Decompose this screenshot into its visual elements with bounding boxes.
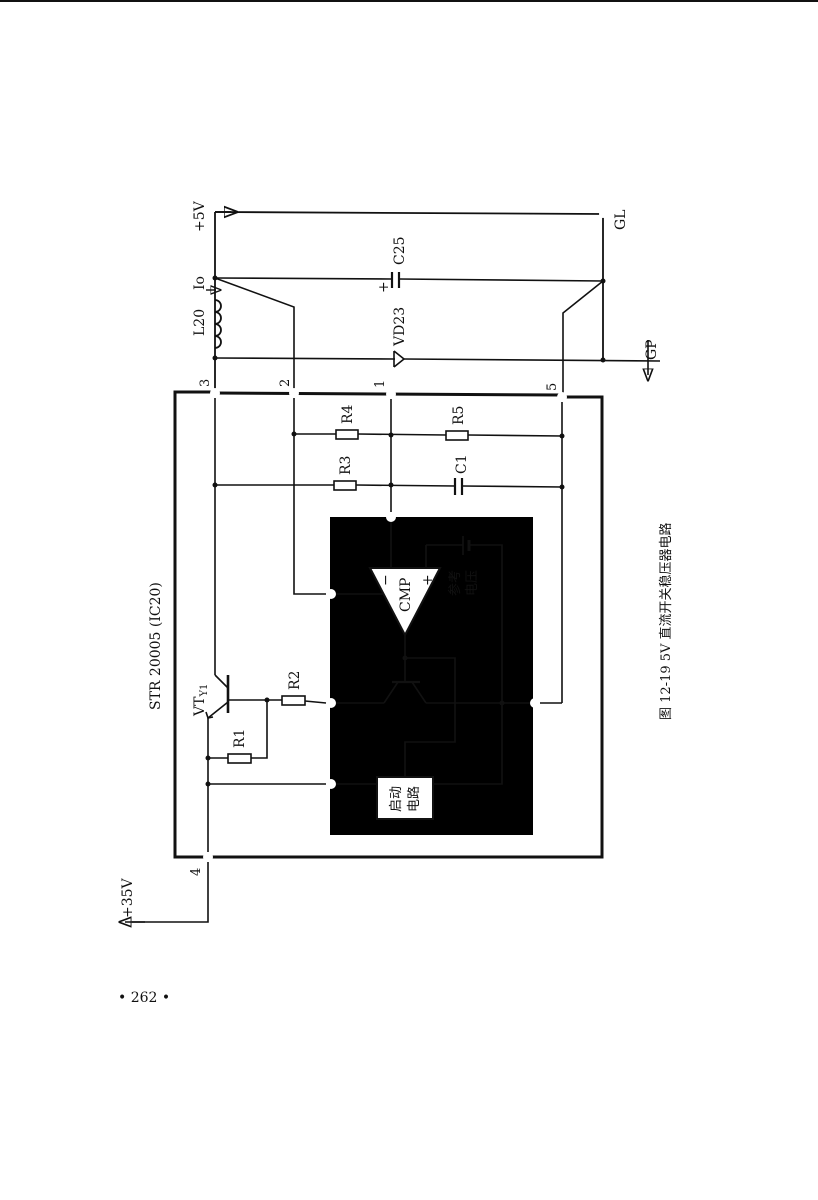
plus5v-label: +5V [192,200,208,232]
cmp-minus-label: − [378,574,394,586]
r5-resistor [445,430,469,441]
start-circuit-label-2: 电路 [406,786,422,812]
r3-resistor [333,480,357,491]
vt-label: VTY1 [192,684,210,717]
pin-5-label: 5 [545,383,560,391]
top-border [0,0,818,2]
pin-3 [210,388,220,398]
pin-1-label: 1 [373,380,388,388]
vd23-label: VD23 [392,307,408,347]
gl-label: GL [613,210,629,230]
start-circuit-label-1: 启动 [389,786,404,812]
pin-2 [289,388,299,398]
c25-plus-label: + [376,281,392,293]
r2-resistor [281,695,306,706]
c25-label: C25 [392,236,408,265]
pin-2-label: 2 [278,379,293,387]
gl-terminal [599,210,607,218]
cmp-comparator [368,567,442,638]
ic-name-label: STR 20005 (IC20) [148,582,164,710]
start-circuit-box [376,776,434,820]
page-number: • 262 • [118,990,171,1006]
r5-label: R5 [451,406,467,425]
c1-label: C1 [454,454,470,474]
pin-4-label: 4 [189,868,204,876]
pin-1 [386,389,396,399]
ic-outline [173,390,215,859]
pin-4 [203,852,213,862]
r2-label: R2 [287,671,303,690]
gp-label: GP [644,339,660,360]
r1-label: R1 [232,729,248,748]
pin-3-label: 3 [198,379,213,387]
cmp-label: CMP [398,578,414,612]
ref-voltage-label-2: 电压 [465,570,480,596]
r4-resistor [335,429,359,440]
ref-voltage-label-1: 参考 [447,570,463,596]
ic-outline-right [208,395,604,859]
plus35v-label: +35V [120,877,136,918]
l20-label: L20 [192,309,208,336]
io-label: Io [192,276,208,290]
r3-label: R3 [338,456,354,475]
pin-5 [557,392,567,402]
r1-resistor [227,753,252,764]
cmp-plus-label: + [420,574,436,586]
figure-caption: 图 12-19 5V 直流开关稳压器电路 [658,522,674,720]
r4-label: R4 [340,404,356,424]
